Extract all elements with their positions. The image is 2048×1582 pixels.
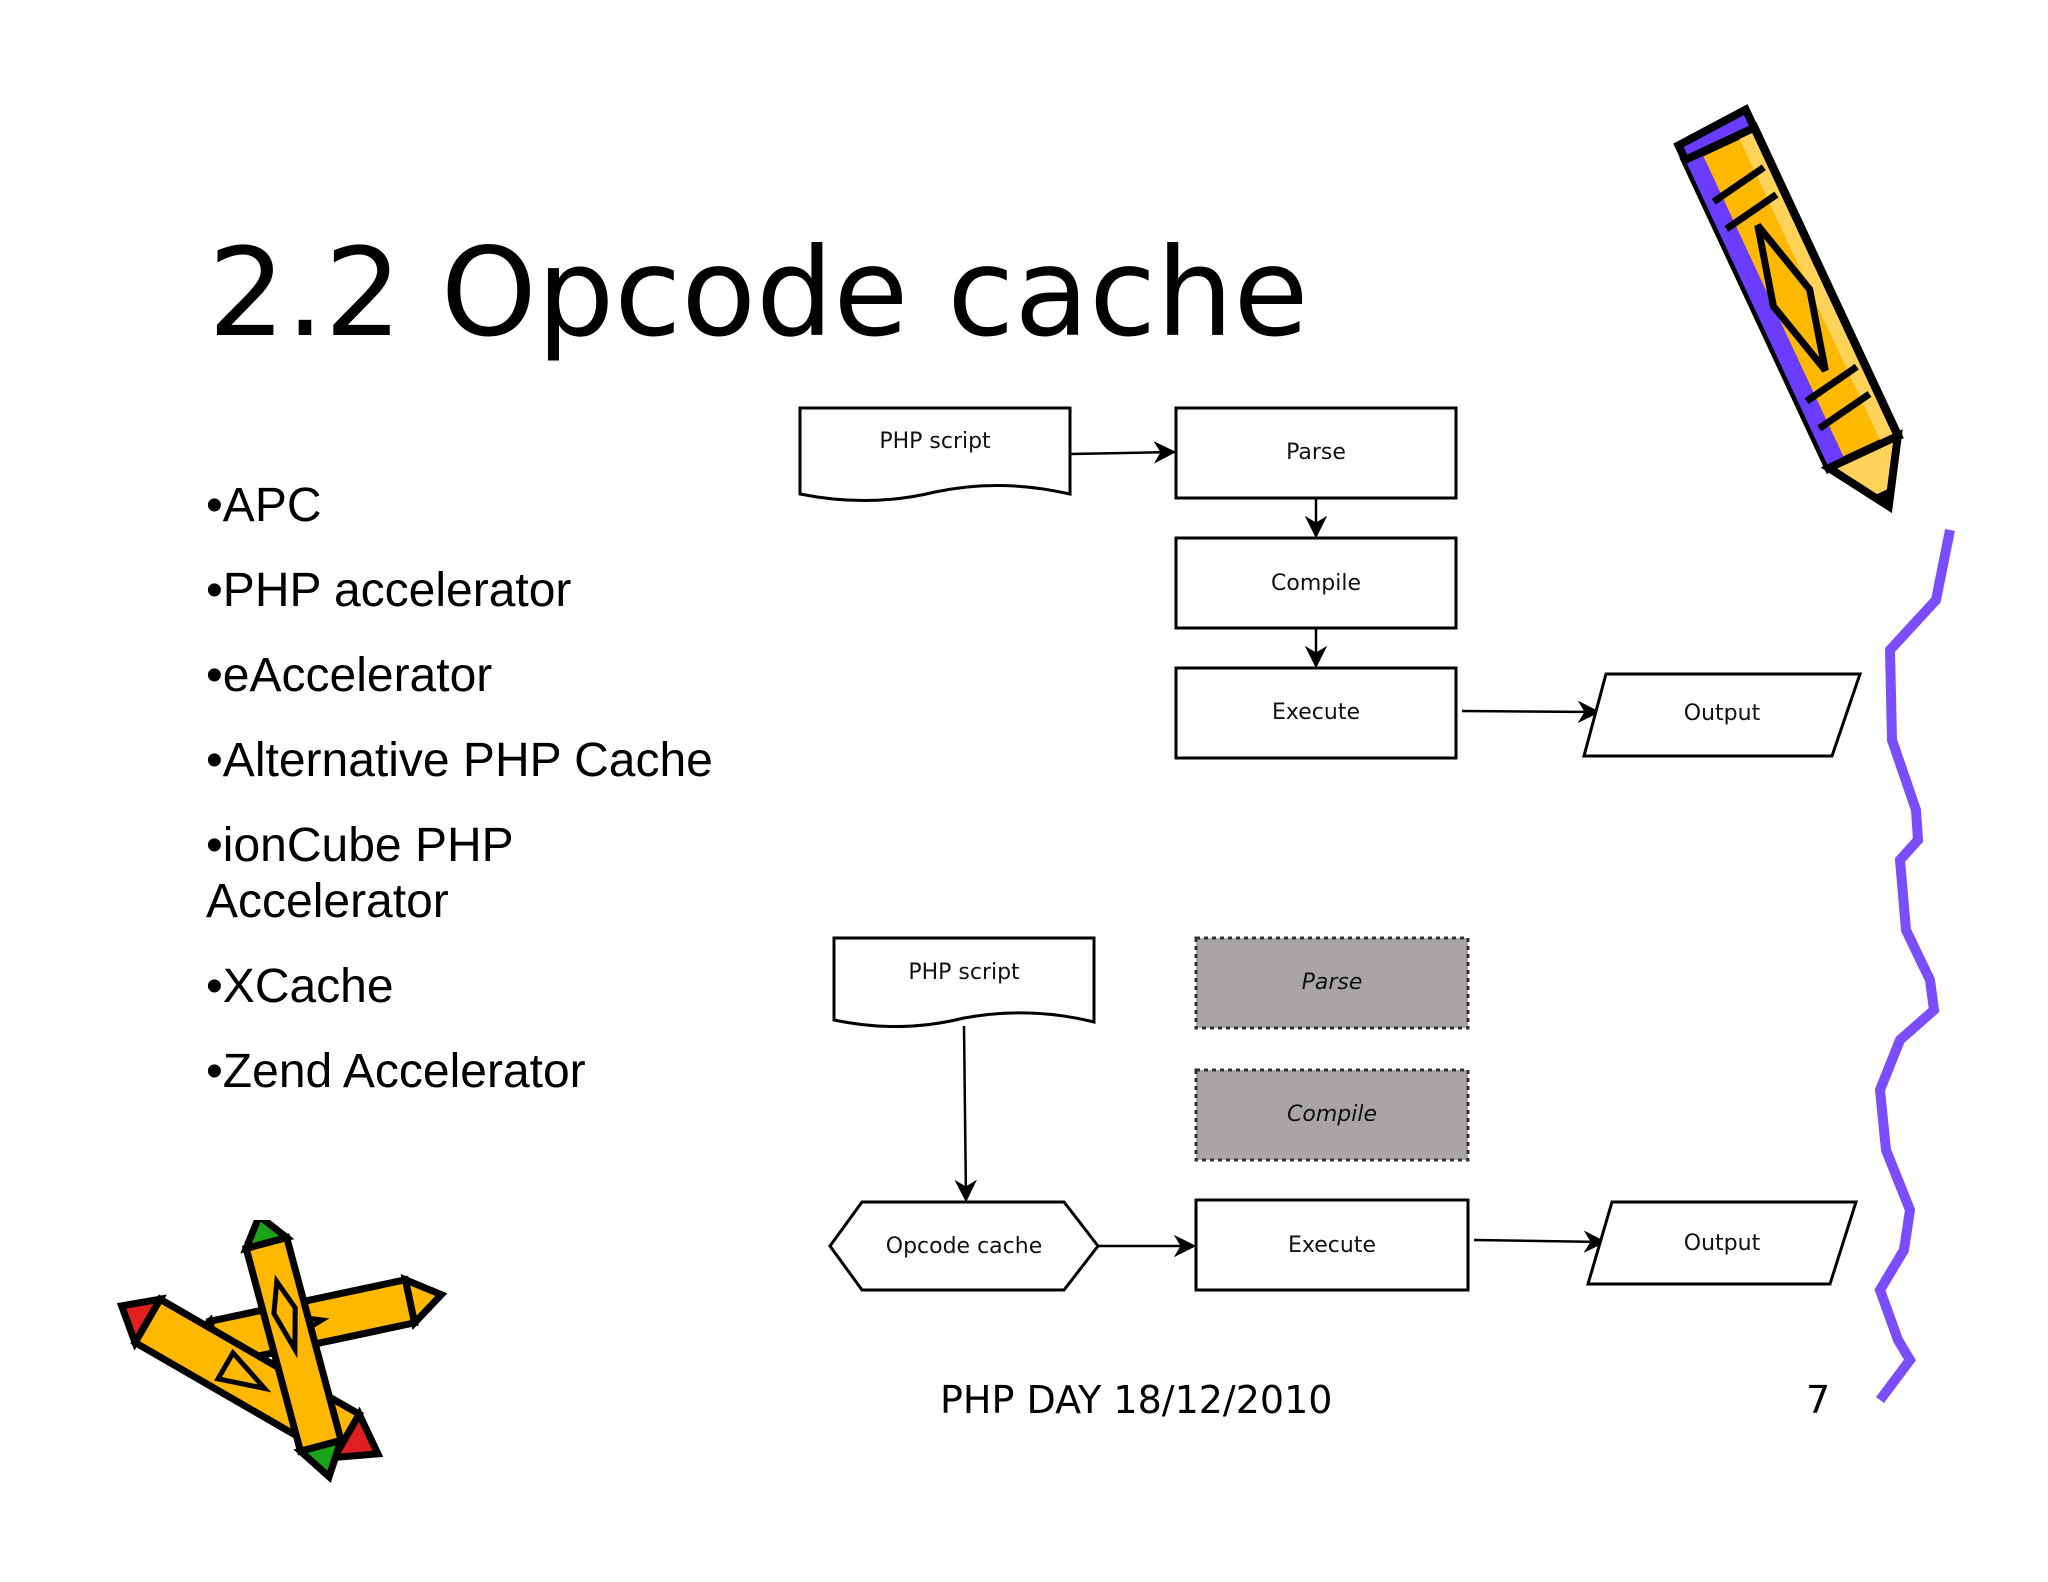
pencil-icon — [1673, 104, 1904, 514]
bullet-item: •APC — [206, 479, 322, 532]
top-arrow-execute-output — [1461, 700, 1601, 724]
squiggle-line — [1874, 529, 1955, 1403]
top-php-script-node: PHP script — [798, 406, 1072, 502]
top-parse-label: Parse — [1286, 440, 1346, 465]
page-number: 7 — [1806, 1378, 1831, 1422]
bullet-list: •APC •PHP accelerator •eAccelerator •Alt… — [206, 478, 726, 1129]
bottom-compile-label: Compile — [1287, 1102, 1377, 1127]
top-output-label: Output — [1684, 701, 1761, 726]
top-compile-label: Compile — [1271, 571, 1361, 596]
bottom-php-script-label: PHP script — [908, 960, 1020, 985]
bottom-output-label: Output — [1684, 1231, 1761, 1256]
bullet-item: •eAccelerator — [206, 649, 493, 702]
bullet-item: •Alternative PHP Cache — [206, 734, 713, 787]
bottom-execute-node: Execute — [1194, 1198, 1470, 1292]
footer-text: PHP DAY 18/12/2010 — [940, 1378, 1333, 1422]
top-execute-label: Execute — [1272, 700, 1360, 725]
bottom-parse-label: Parse — [1302, 970, 1363, 995]
bottom-arrow-script-cache — [954, 1025, 978, 1203]
top-output-node: Output — [1582, 672, 1863, 758]
bullet-item: •PHP accelerator — [206, 564, 572, 617]
bottom-execute-label: Execute — [1288, 1233, 1376, 1258]
bottom-opcode-cache-node: Opcode cache — [828, 1200, 1100, 1292]
top-arrow-script-parse — [1069, 441, 1177, 464]
bottom-parse-node: Parse — [1194, 936, 1470, 1030]
bottom-arrow-execute-output — [1473, 1230, 1607, 1253]
bullet-item: •ionCube PHP Accelerator — [206, 819, 513, 928]
bottom-php-script-node: PHP script — [832, 936, 1096, 1028]
bottom-output-node: Output — [1585, 1200, 1859, 1286]
top-parse-node: Parse — [1174, 406, 1458, 500]
bullet-item: •Zend Accelerator — [206, 1045, 586, 1098]
top-execute-node: Execute — [1174, 666, 1458, 760]
crayons-icon — [116, 1220, 448, 1483]
bottom-compile-node: Compile — [1194, 1068, 1470, 1162]
bottom-opcode-cache-label: Opcode cache — [886, 1234, 1042, 1259]
bullet-item: •XCache — [206, 960, 394, 1013]
top-php-script-label: PHP script — [879, 429, 991, 454]
slide-title: 2.2 Opcode cache — [208, 222, 1309, 364]
top-compile-node: Compile — [1174, 536, 1458, 630]
